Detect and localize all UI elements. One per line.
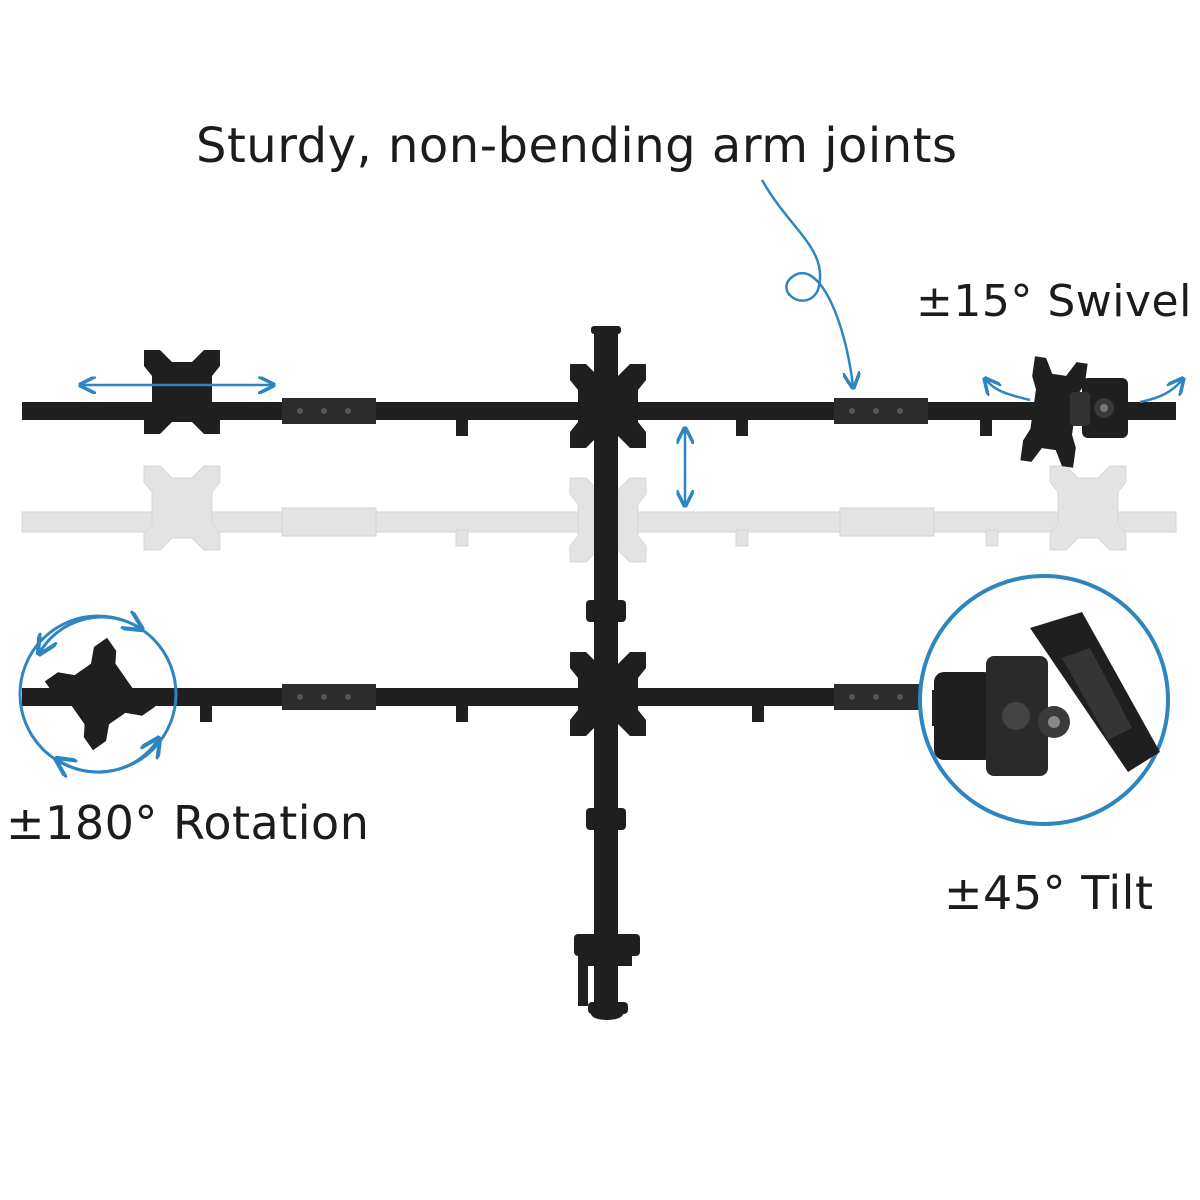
swivel-plus-minus: ± — [916, 276, 954, 327]
swivel-arrows — [986, 380, 1182, 404]
tilt-label: ±45° Tilt — [944, 866, 1153, 920]
desk-clamp — [574, 934, 640, 1020]
tilt-zoom-detail — [918, 574, 1170, 826]
swivel-text: 15° Swivel — [953, 276, 1192, 327]
top-arm — [22, 350, 1176, 468]
rotation-plus-minus: ± — [6, 796, 46, 850]
rotation-text: 180° Rotation — [45, 796, 370, 850]
swivel-label: ±15° Swivel — [916, 276, 1192, 327]
rotation-indicator — [18, 616, 178, 772]
tilt-plus-minus: ± — [944, 866, 984, 920]
rotation-label: ±180° Rotation — [6, 796, 369, 850]
bottom-arm — [22, 637, 928, 751]
joints-pointer-arrow — [760, 179, 853, 386]
tilt-text: 45° Tilt — [983, 866, 1154, 920]
arm-joints-label: Sturdy, non-bending arm joints — [196, 118, 958, 174]
